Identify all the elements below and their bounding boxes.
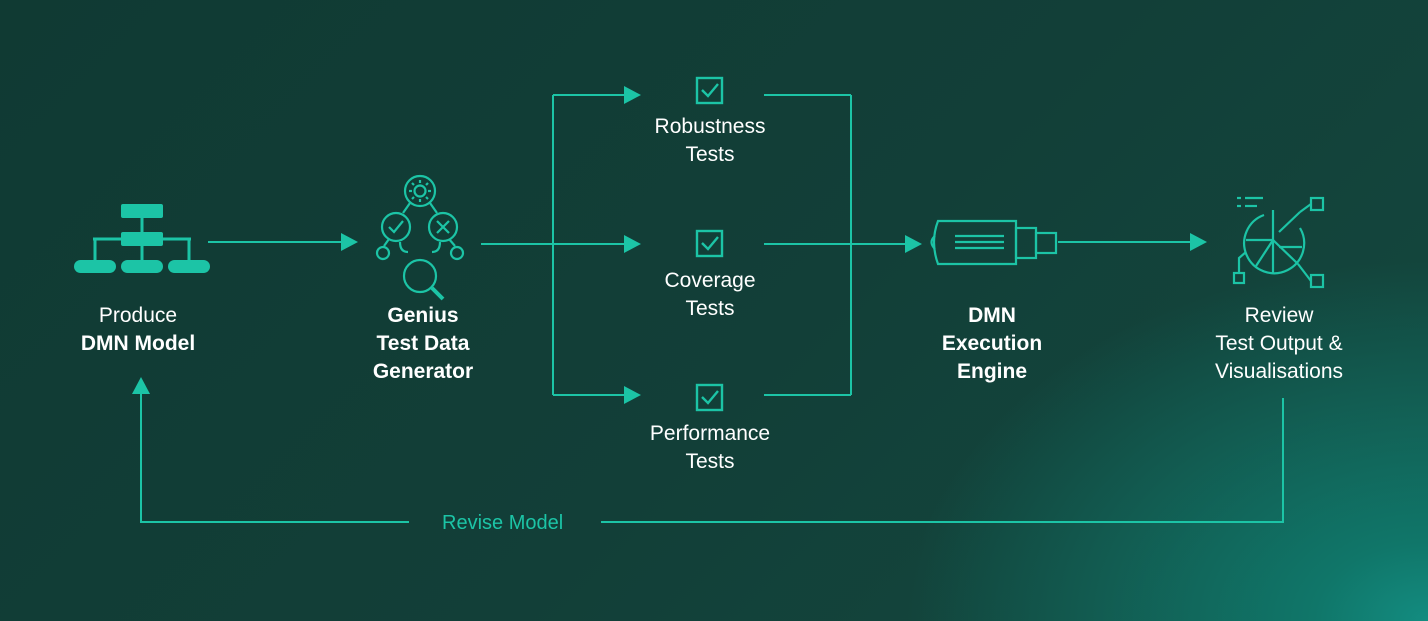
review-line2: Test Output &	[1215, 332, 1343, 355]
feedback-line-left	[140, 393, 409, 523]
arrowhead	[624, 86, 641, 104]
org-chart-icon	[74, 204, 210, 273]
arrowhead	[905, 235, 922, 253]
genius-line3: Generator	[372, 360, 474, 383]
checkbox-icon	[695, 76, 724, 105]
performance-line1: Performance	[649, 422, 771, 445]
chart-network-icon	[1232, 196, 1325, 289]
genius-line2: Test Data	[376, 332, 470, 355]
arrowhead	[1190, 233, 1207, 251]
decision-tree-search-icon	[375, 174, 465, 301]
node-produce-label: Produce DMN Model	[81, 302, 195, 358]
checkbox-icon	[695, 229, 724, 258]
arrowheads	[132, 86, 1207, 404]
feedback-line-right	[601, 398, 1284, 523]
coverage-line1: Coverage	[664, 269, 756, 292]
review-line3: Visualisations	[1214, 360, 1344, 383]
feedback-label: Revise Model	[442, 512, 564, 534]
node-review-label: Review Test Output & Visualisations	[1215, 302, 1343, 386]
produce-line2: DMN Model	[80, 332, 196, 355]
produce-line1: Produce	[98, 304, 178, 327]
genius-line1: Genius	[387, 304, 459, 327]
engine-line1: DMN	[968, 304, 1016, 327]
engine-icon	[930, 219, 1058, 266]
performance-line2: Tests	[685, 450, 735, 473]
checkbox-icon	[695, 383, 724, 412]
node-robustness-label: Robustness Tests	[655, 113, 766, 169]
arrowhead	[624, 235, 641, 253]
node-coverage-label: Coverage Tests	[664, 267, 755, 323]
robustness-line2: Tests	[685, 143, 735, 166]
robustness-line1: Robustness	[654, 115, 766, 138]
engine-line2: Execution	[941, 332, 1043, 355]
connectors	[140, 94, 1284, 523]
node-genius-label: Genius Test Data Generator	[373, 302, 473, 386]
review-line1: Review	[1244, 304, 1314, 327]
engine-line3: Engine	[956, 360, 1028, 383]
node-engine-label: DMN Execution Engine	[942, 302, 1042, 386]
arrowhead	[341, 233, 358, 251]
coverage-line2: Tests	[685, 297, 735, 320]
node-performance-label: Performance Tests	[650, 420, 770, 476]
arrowhead	[624, 386, 641, 404]
arrowhead	[132, 377, 150, 394]
